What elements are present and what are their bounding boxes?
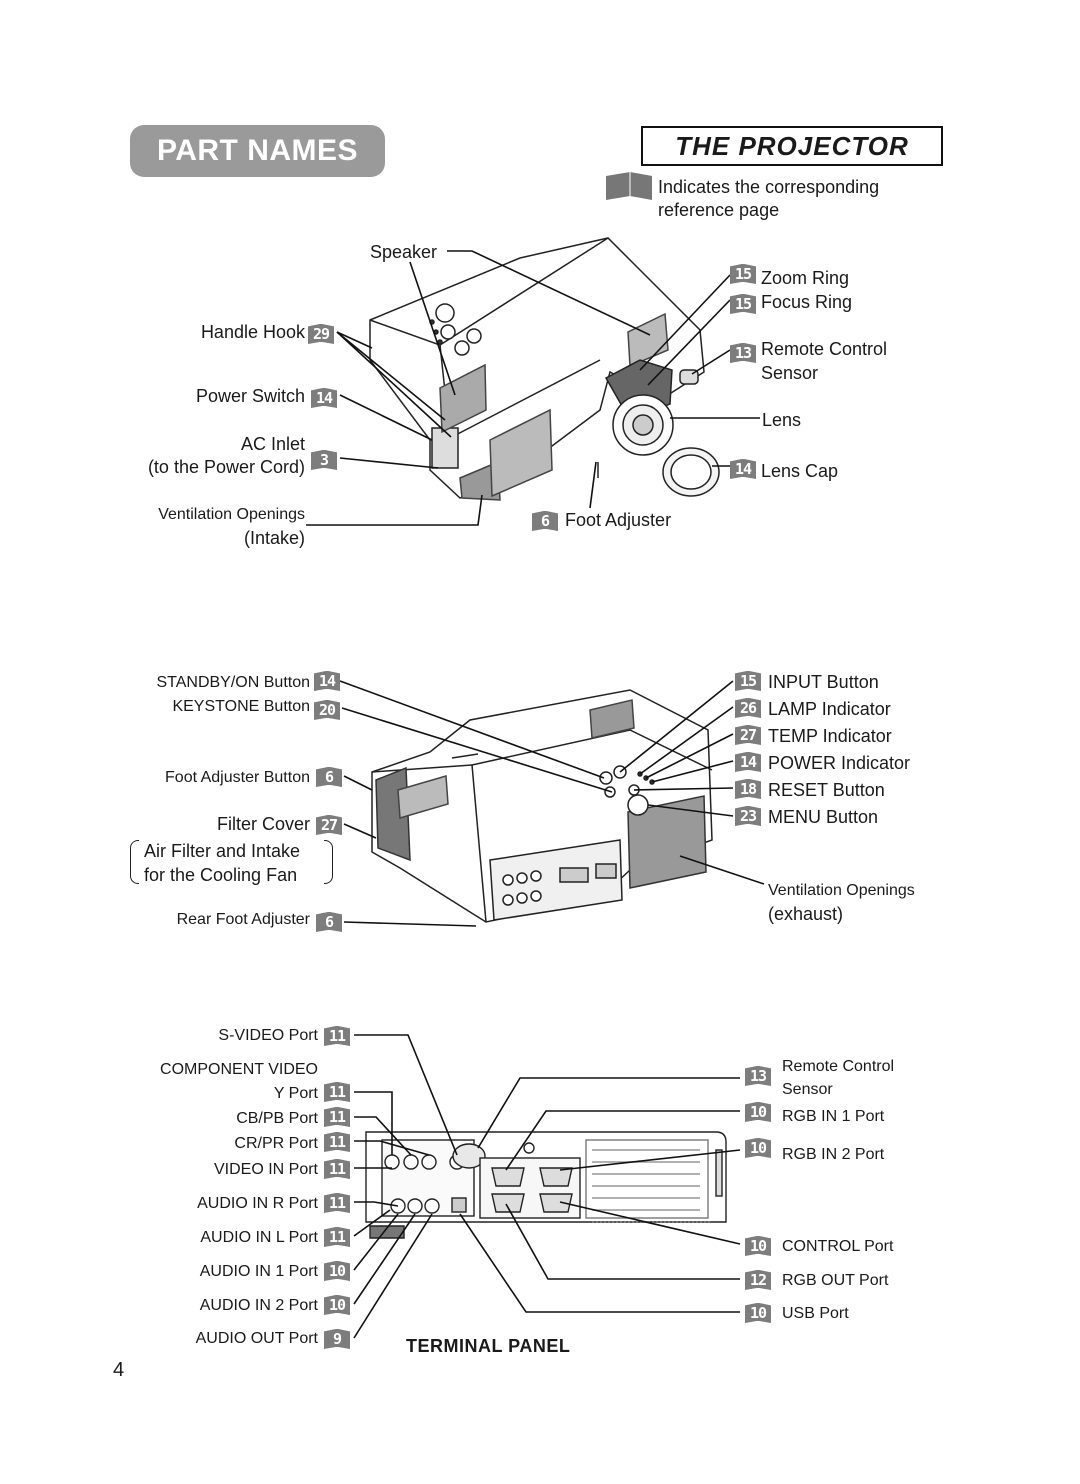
ref-foot-adjuster-button: 6: [316, 767, 342, 787]
label-audio-in-1: AUDIO IN 1 Port: [199, 1263, 318, 1280]
label-audio-in-r: AUDIO IN R Port: [197, 1195, 318, 1212]
label-audio-out: AUDIO OUT Port: [195, 1330, 318, 1347]
ref-audio-in-r: 11: [324, 1193, 350, 1213]
ref-remote-sensor: 13: [730, 343, 756, 363]
label-filter-cover: Filter Cover: [216, 814, 310, 834]
label-video-in-port: VIDEO IN Port: [213, 1161, 318, 1178]
terminal-panel-title: TERMINAL PANEL: [406, 1336, 571, 1356]
section-title-projector: THE PROJECTOR: [641, 126, 943, 166]
label-remote-sensor: Remote Control: [761, 339, 888, 359]
paren-right: [324, 840, 333, 884]
ref-cr-port: 11: [324, 1132, 350, 1152]
label-rgb-in-2: RGB IN 2 Port: [782, 1146, 885, 1163]
label-vent-intake-sub: (Intake): [243, 528, 305, 548]
label-lamp-indicator: LAMP Indicator: [768, 699, 891, 719]
ref-temp-indicator: 27: [735, 725, 761, 745]
ref-remote-sensor-terminal: 13: [745, 1066, 771, 1086]
ref-rear-foot-adjuster: 6: [316, 912, 342, 932]
label-svideo-port: S-VIDEO Port: [218, 1027, 318, 1044]
label-vent-intake: Ventilation Openings: [158, 506, 305, 523]
book-icon: [606, 172, 652, 200]
label-ac-inlet-sub: (to the Power Cord): [147, 457, 305, 477]
terminal-leader-lines: [353, 1034, 741, 1339]
ref-power-switch: 14: [311, 388, 337, 408]
ref-keystone-button: 20: [314, 700, 340, 720]
ref-lens-cap: 14: [730, 459, 756, 479]
ref-audio-out: 9: [324, 1329, 350, 1349]
section-title-part-names: PART NAMES: [130, 125, 385, 177]
paren-left: [130, 840, 139, 884]
label-speaker: Speaker: [370, 242, 438, 262]
ref-audio-in-2: 10: [324, 1295, 350, 1315]
ref-focus-ring: 15: [730, 294, 756, 314]
ref-y-port: 11: [324, 1082, 350, 1102]
terminal-panel-illustration: [365, 1131, 727, 1239]
label-usb-port: USB Port: [782, 1305, 849, 1322]
ref-control-port: 10: [745, 1236, 771, 1256]
label-air-filter-1: Air Filter and Intake: [144, 841, 301, 861]
legend-text-line2: reference page: [658, 200, 780, 220]
label-lens: Lens: [762, 410, 802, 430]
label-lens-cap: Lens Cap: [761, 461, 839, 481]
legend-text-line1: Indicates the corresponding: [658, 177, 880, 197]
ref-standby-button: 14: [314, 671, 340, 691]
ref-ac-inlet: 3: [311, 450, 337, 470]
ref-svideo-port: 11: [324, 1026, 350, 1046]
rear-leader-lines: [339, 680, 765, 927]
label-power-indicator: POWER Indicator: [768, 753, 911, 773]
ref-video-in-port: 11: [324, 1159, 350, 1179]
label-cr-port: CR/PR Port: [234, 1135, 318, 1152]
ref-usb-port: 10: [745, 1303, 771, 1323]
ref-input-button: 15: [735, 671, 761, 691]
label-control-port: CONTROL Port: [782, 1238, 894, 1255]
ref-reset-button: 18: [735, 779, 761, 799]
label-component-video: COMPONENT VIDEO: [160, 1061, 318, 1078]
label-remote-sensor-terminal: Remote Control: [782, 1058, 895, 1075]
label-temp-indicator: TEMP Indicator: [768, 726, 892, 746]
label-zoom-ring: Zoom Ring: [761, 268, 850, 288]
ref-rgb-in-1: 10: [745, 1102, 771, 1122]
label-air-filter-2: for the Cooling Fan: [144, 865, 298, 885]
label-rgb-out: RGB OUT Port: [782, 1272, 889, 1289]
label-rgb-in-1: RGB IN 1 Port: [782, 1108, 885, 1125]
ref-lamp-indicator: 26: [735, 698, 761, 718]
label-vent-exhaust: Ventilation Openings: [768, 882, 915, 899]
front-leader-lines: [306, 250, 760, 526]
label-audio-in-2: AUDIO IN 2 Port: [199, 1297, 318, 1314]
ref-rgb-out: 12: [745, 1270, 771, 1290]
label-remote-sensor-terminal-sub: Sensor: [782, 1081, 833, 1098]
label-y-port: Y Port: [273, 1085, 318, 1102]
label-power-switch: Power Switch: [195, 386, 305, 406]
projector-rear-illustration: [371, 689, 713, 923]
label-cb-port: CB/PB Port: [236, 1110, 318, 1127]
ref-filter-cover: 27: [316, 815, 342, 835]
ref-foot-adjuster: 6: [532, 511, 558, 531]
ref-handle-hook: 29: [308, 324, 334, 344]
label-handle-hook: Handle Hook: [200, 322, 305, 342]
label-reset-button: RESET Button: [768, 780, 885, 800]
label-input-button: INPUT Button: [768, 672, 879, 692]
label-menu-button: MENU Button: [768, 807, 879, 827]
ref-cb-port: 11: [324, 1107, 350, 1127]
label-audio-in-l: AUDIO IN L Port: [200, 1229, 318, 1246]
label-foot-adjuster-button: Foot Adjuster Button: [165, 769, 310, 786]
label-vent-exhaust-sub: (exhaust): [768, 904, 844, 924]
label-focus-ring: Focus Ring: [761, 292, 853, 312]
ref-power-indicator: 14: [735, 752, 761, 772]
ref-rgb-in-2: 10: [745, 1138, 771, 1158]
ref-audio-in-1: 10: [324, 1261, 350, 1281]
label-rear-foot-adjuster: Rear Foot Adjuster: [176, 911, 310, 928]
ref-menu-button: 23: [735, 806, 761, 826]
label-foot-adjuster: Foot Adjuster: [565, 510, 672, 530]
label-remote-sensor-sub: Sensor: [761, 363, 819, 383]
label-standby-button: STANDBY/ON Button: [156, 674, 310, 691]
page-number: 4: [113, 1359, 125, 1381]
ref-zoom-ring: 15: [730, 264, 756, 284]
label-ac-inlet: AC Inlet: [240, 434, 305, 454]
projector-front-illustration: [369, 237, 720, 501]
ref-audio-in-l: 11: [324, 1227, 350, 1247]
label-keystone-button: KEYSTONE Button: [172, 698, 310, 715]
